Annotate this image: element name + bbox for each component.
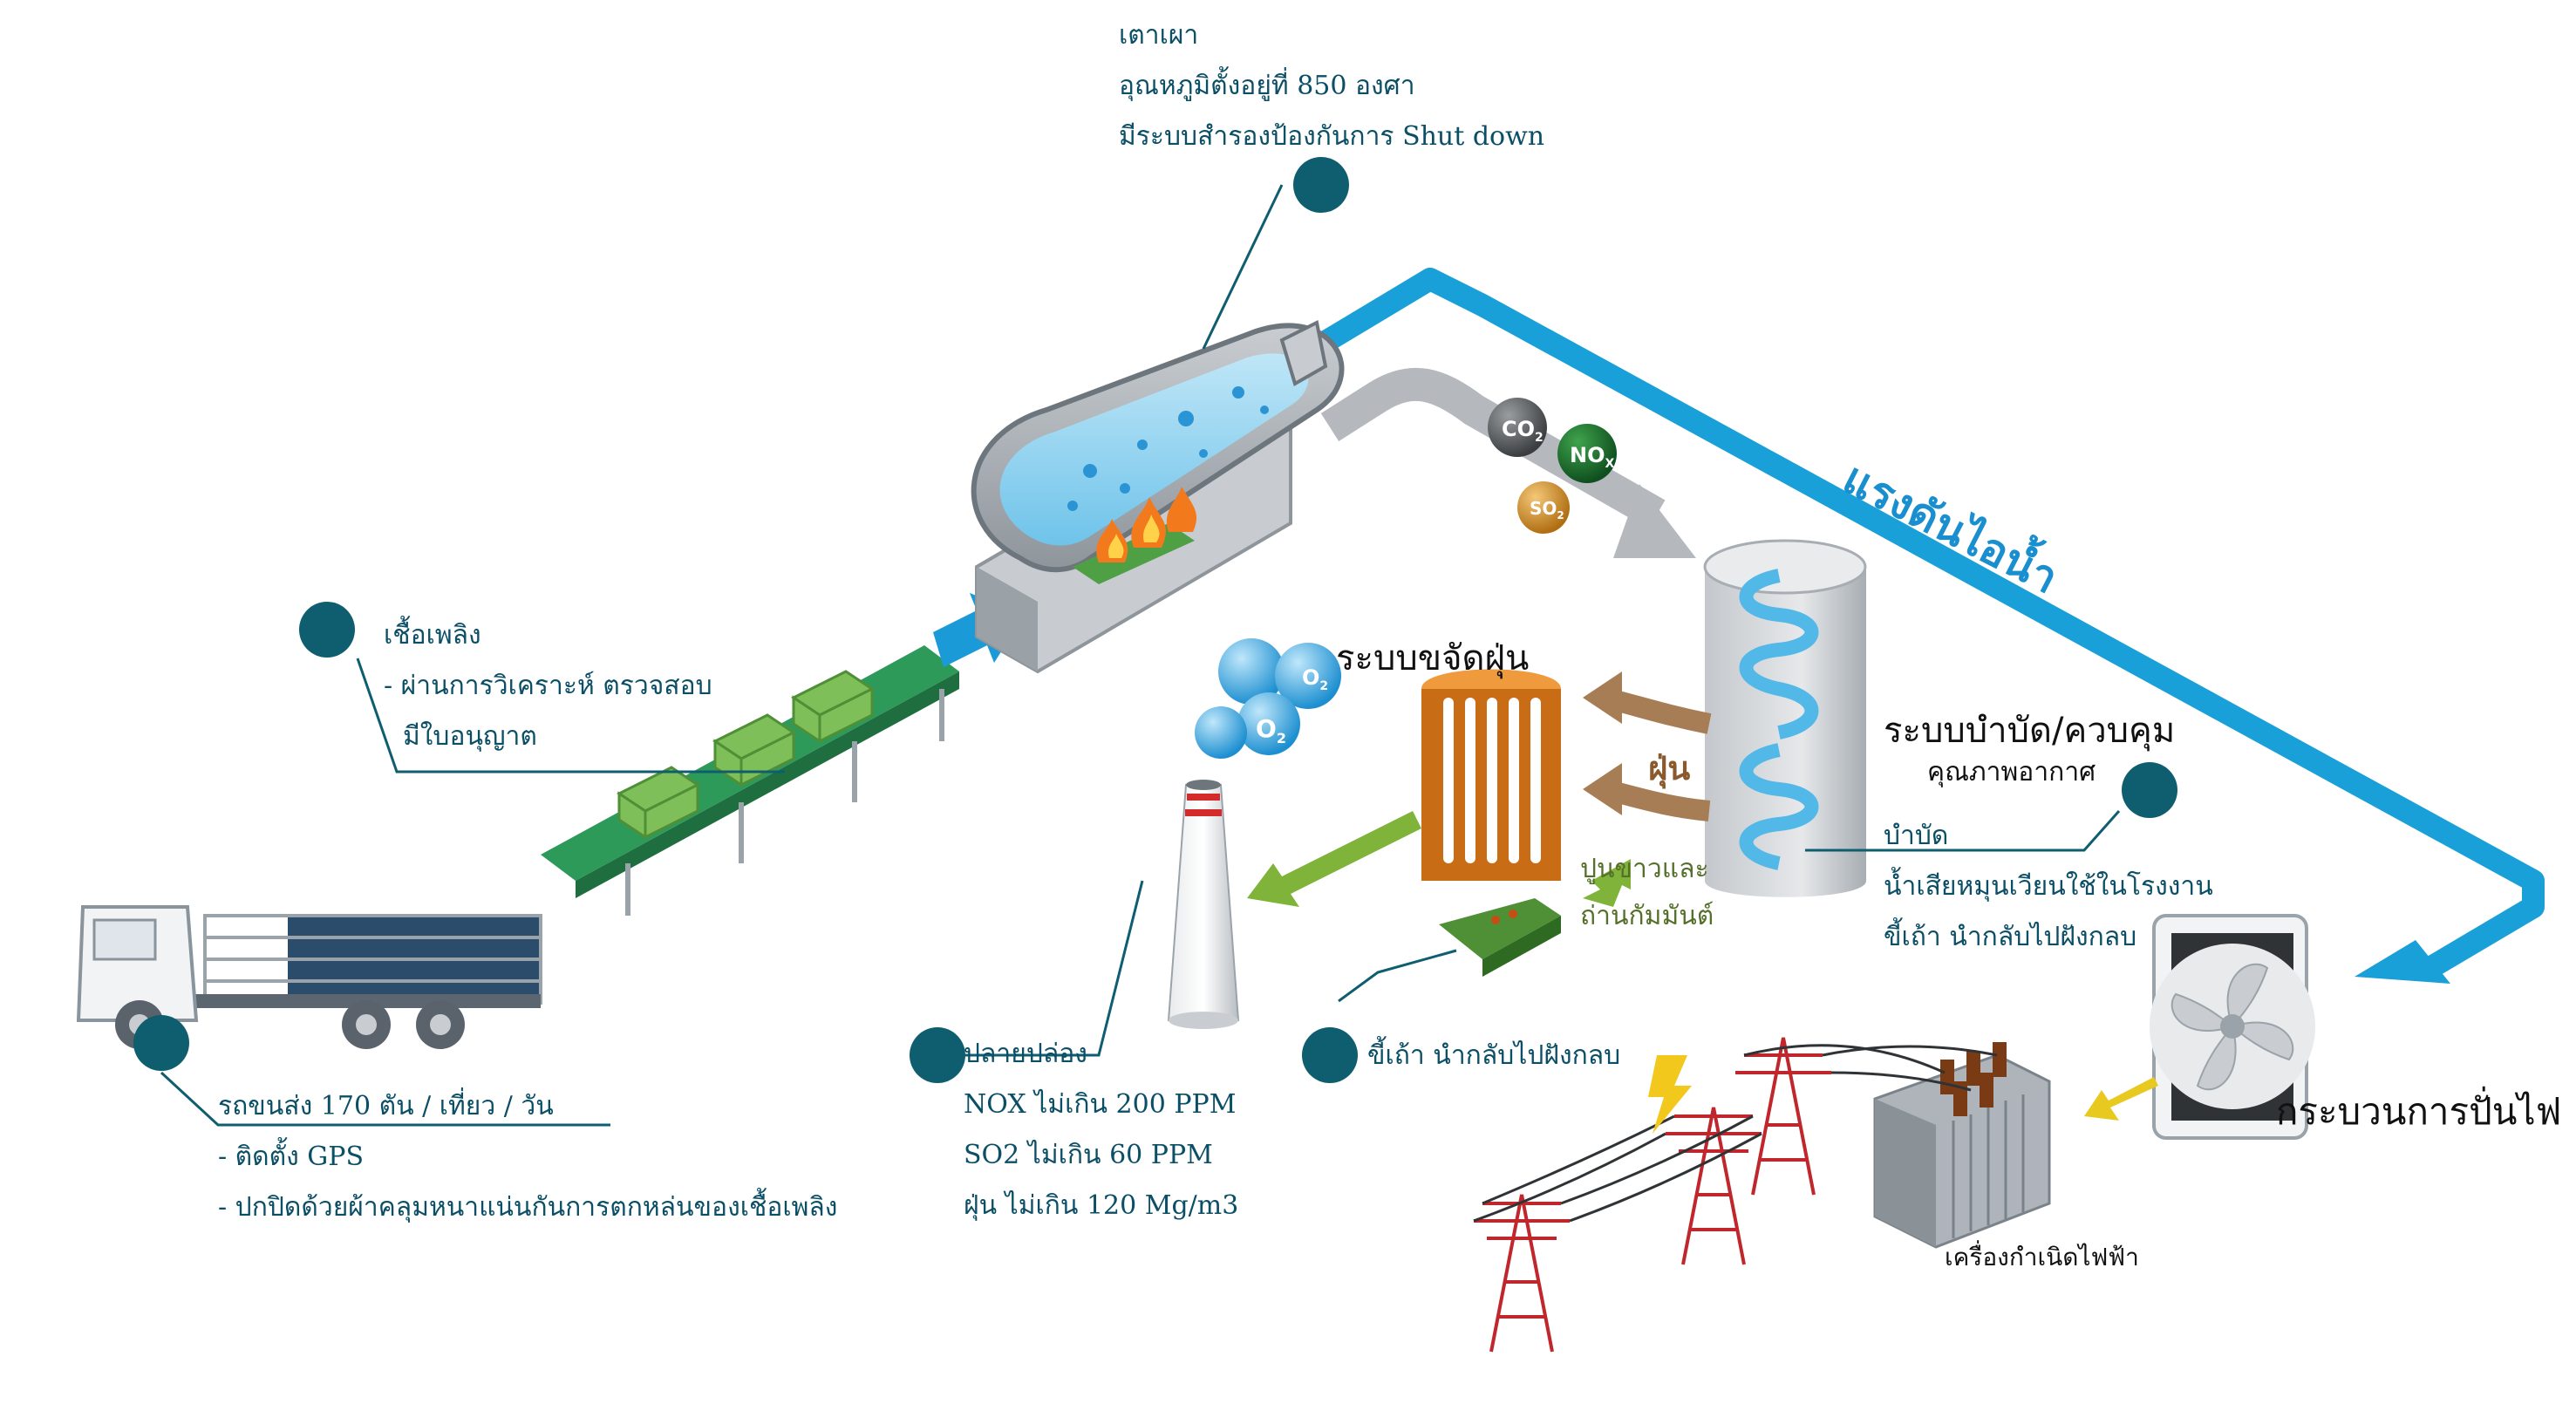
conveyor-belt: [541, 645, 959, 916]
dust-collector: [1421, 669, 1561, 881]
svg-text:SO2: SO2: [1530, 498, 1564, 521]
svg-text:CO2: CO2: [1502, 417, 1544, 445]
flue-gas-arrow: [1320, 367, 1696, 558]
generator: [1873, 1042, 2051, 1249]
power-pylons: [1474, 1037, 1831, 1353]
marker-truck[interactable]: [133, 1015, 189, 1071]
svg-text:NOX: NOX: [1570, 443, 1615, 471]
dust-arrowhead-1: [1583, 671, 1622, 724]
ash-annotation: ขี้เถ้า นำกลับไปฝังกลบ: [1367, 1040, 1621, 1071]
leader-lines: [160, 184, 2121, 1127]
smoke-stack: [1167, 780, 1240, 1029]
svg-text:O2: O2: [1302, 665, 1328, 693]
dust-arrowhead-2: [1583, 763, 1622, 815]
clean-air-arrow: [1247, 811, 1421, 907]
fan-icon: [2150, 914, 2315, 1140]
treatment-title: ระบบบำบัด/ควบคุม: [1884, 711, 2176, 751]
nox-bubble: NOX: [1557, 424, 1617, 483]
o2-cloud: O2 O2: [1195, 638, 1341, 759]
treatment-subtitle: คุณภาพอากาศ: [1927, 757, 2096, 787]
marker-stack[interactable]: [910, 1027, 965, 1083]
ash-tray: [1439, 898, 1561, 977]
svg-text:O2: O2: [1256, 714, 1286, 746]
steam-pipe: [1319, 268, 2545, 984]
lightning-icon: [1648, 1055, 1692, 1134]
treatment-annotation: บำบัด น้ำเสียหมุนเวียนใช้ในโรงงาน ขี้เถ้…: [1884, 821, 2213, 952]
marker-fuel[interactable]: [299, 602, 355, 658]
truck: [76, 905, 542, 1049]
so2-bubble: SO2: [1517, 481, 1570, 534]
truck-annotation: รถขนส่ง 170 ตัน / เที่ยว / วัน - ติดตั้ง…: [218, 1091, 838, 1223]
fire: [1073, 487, 1197, 584]
lime-arrow: [1583, 859, 1631, 907]
generator-label: เครื่องกำเนิดไฟฟ้า: [1945, 1243, 2139, 1271]
air-treatment-tower: [1703, 539, 1867, 897]
boiler-annotation: เตาเผา อุณหภูมิตั้งอยู่ที่ 850 องศา มีระ…: [1119, 20, 1545, 152]
co2-bubble: CO2: [1488, 398, 1547, 457]
stack-annotation: ปลายปล่อง NOX ไม่เกิน 200 PPM SO2 ไม่เกิ…: [964, 1039, 1239, 1221]
power-arrow: [2084, 1077, 2158, 1121]
marker-boiler[interactable]: [1293, 157, 1349, 213]
dust-system-title: ระบบขจัดฝุ่น: [1336, 638, 1530, 678]
fuel-annotation: เชื้อเพลิง - ผ่านการวิเคราะห์ ตรวจสอบ มี…: [384, 620, 712, 752]
marker-ash[interactable]: [1302, 1027, 1358, 1083]
lime-annotation: ปูนขาวและ ถ่านกัมมันต์: [1580, 854, 1714, 931]
dust-label: ฝุ่น: [1648, 749, 1691, 787]
marker-treatment[interactable]: [2122, 762, 2177, 818]
boiler-furnace: [971, 320, 1345, 674]
power-lines: [1473, 1044, 1998, 1223]
turbine-label: กระบวนการปั่นไฟ: [2276, 1090, 2562, 1133]
